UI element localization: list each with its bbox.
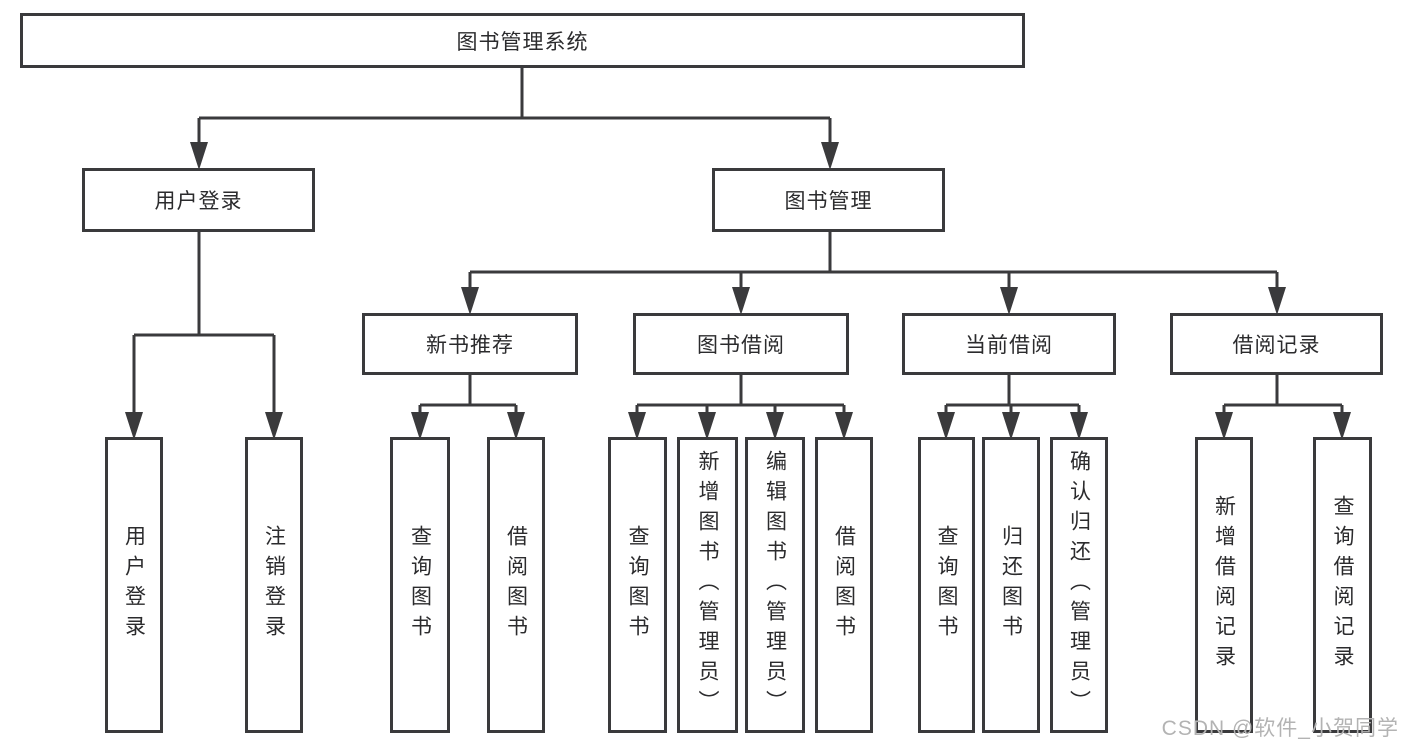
node-book-borrowing: 图书借阅 bbox=[633, 313, 849, 375]
node-library-management-system: 图书管理系统 bbox=[20, 13, 1025, 68]
node-current-borrowing: 当前借阅 bbox=[902, 313, 1116, 375]
leaf-label: 查询图书 bbox=[408, 525, 432, 645]
csdn-watermark: CSDN @软件_小贺同学 bbox=[1161, 717, 1399, 740]
leaf-label: 借阅图书 bbox=[504, 525, 528, 645]
leaf-label: 确认归还（管理员） bbox=[1067, 450, 1091, 720]
leaf-borrow-books: 借阅图书 bbox=[815, 437, 873, 733]
leaf-label: 用户登录 bbox=[122, 525, 146, 645]
leaf-user-login: 用户登录 bbox=[105, 437, 163, 733]
leaf-borrow-books-recommend: 借阅图书 bbox=[487, 437, 545, 733]
leaf-confirm-return-admin: 确认归还（管理员） bbox=[1050, 437, 1108, 733]
leaf-label: 借阅图书 bbox=[832, 525, 856, 645]
node-book-management: 图书管理 bbox=[712, 168, 945, 232]
node-borrowing-records: 借阅记录 bbox=[1170, 313, 1383, 375]
leaf-label: 注销登录 bbox=[262, 525, 286, 645]
leaf-label: 查询图书 bbox=[626, 525, 649, 645]
leaf-label: 新增图书（管理员） bbox=[696, 450, 719, 720]
leaf-return-books: 归还图书 bbox=[982, 437, 1040, 733]
leaf-edit-books-admin: 编辑图书（管理员） bbox=[745, 437, 805, 733]
node-user-login: 用户登录 bbox=[82, 168, 315, 232]
leaf-query-books-recommend: 查询图书 bbox=[390, 437, 450, 733]
leaf-logout: 注销登录 bbox=[245, 437, 303, 733]
leaf-query-books-borrow: 查询图书 bbox=[608, 437, 667, 733]
leaf-label: 归还图书 bbox=[999, 525, 1023, 645]
leaf-add-borrow-record: 新增借阅记录 bbox=[1195, 437, 1253, 733]
node-new-book-recommendation: 新书推荐 bbox=[362, 313, 578, 375]
leaf-label: 编辑图书（管理员） bbox=[763, 450, 787, 720]
leaf-label: 查询借阅记录 bbox=[1331, 495, 1354, 675]
leaf-add-books-admin: 新增图书（管理员） bbox=[677, 437, 738, 733]
leaf-label: 查询图书 bbox=[935, 525, 958, 645]
leaf-query-borrow-record: 查询借阅记录 bbox=[1313, 437, 1372, 733]
leaf-label: 新增借阅记录 bbox=[1212, 495, 1236, 675]
leaf-query-books-current: 查询图书 bbox=[918, 437, 975, 733]
